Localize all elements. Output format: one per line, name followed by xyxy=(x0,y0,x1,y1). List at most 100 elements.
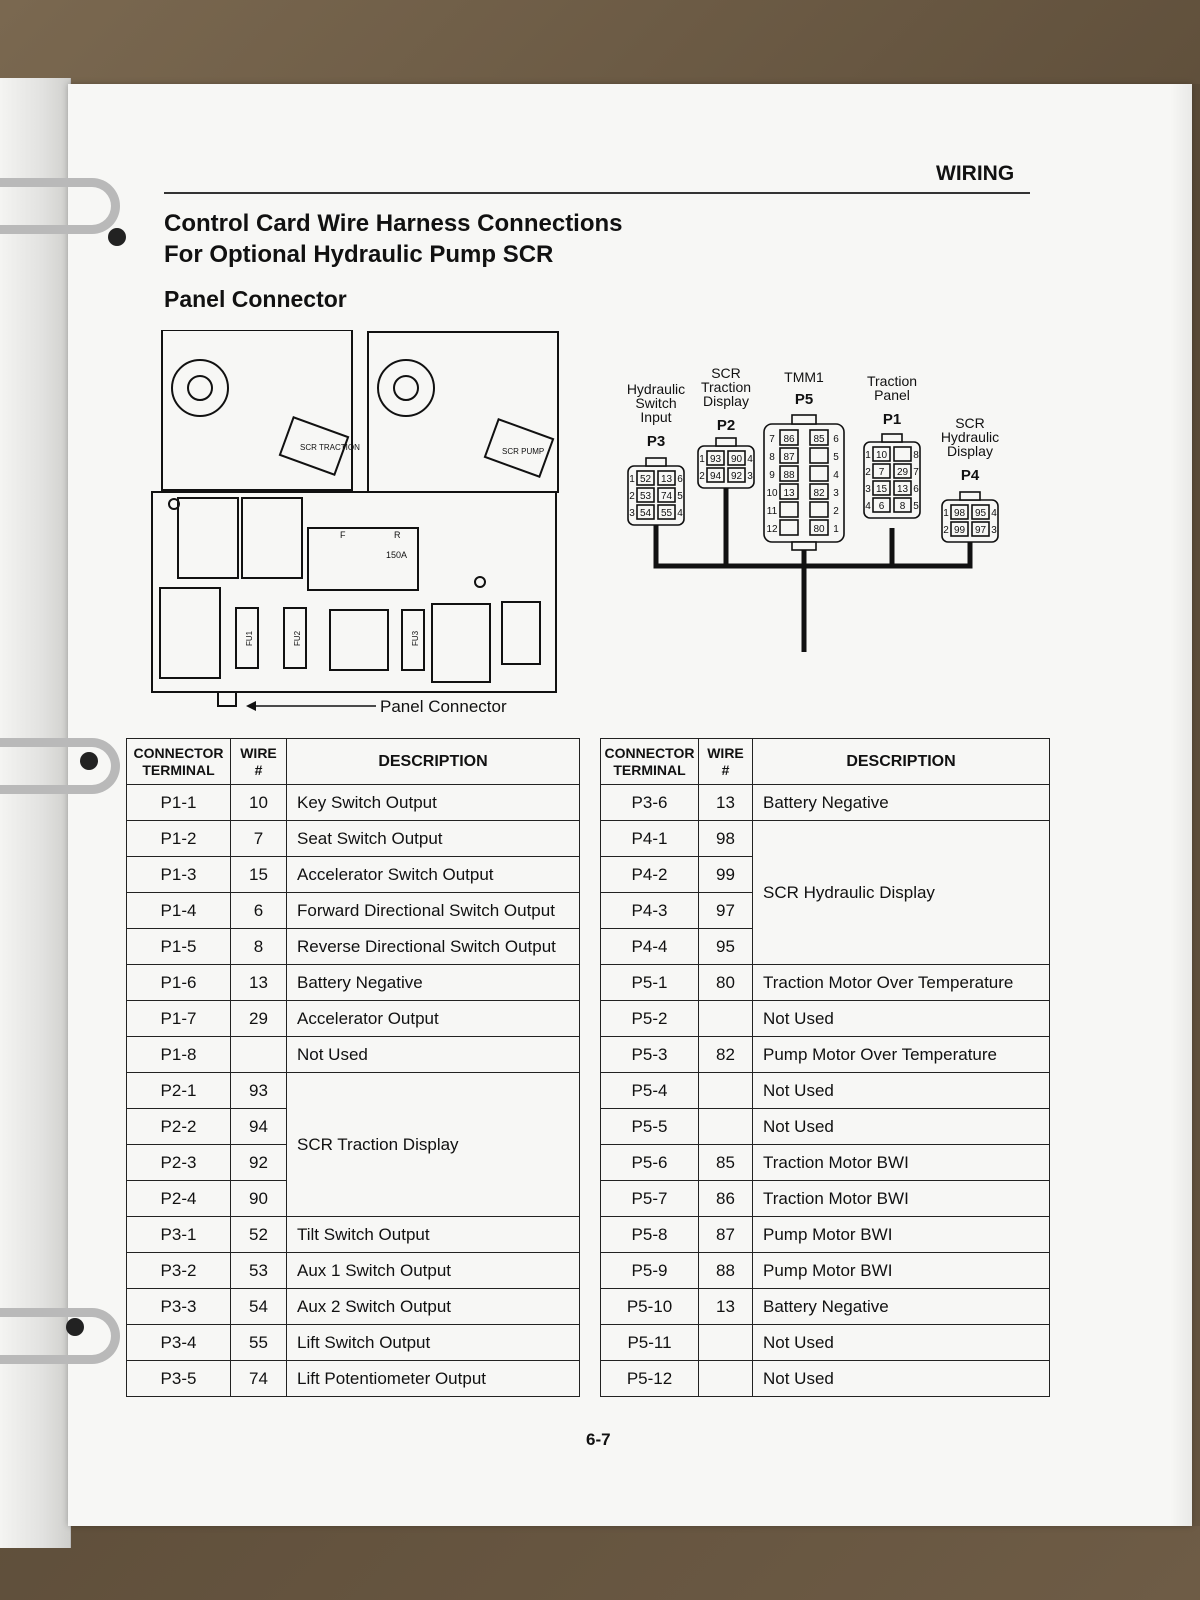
connector-p3-pin-wire: 55 xyxy=(661,508,673,519)
connector-p1-pin-wire: 29 xyxy=(897,467,909,478)
terminal-cell: P3-1 xyxy=(126,1216,231,1253)
contactor-panel xyxy=(151,491,557,693)
wire-cell: 29 xyxy=(230,1000,287,1037)
wire-cell: 8 xyxy=(230,928,287,965)
connector-p5-pin-number: 10 xyxy=(766,488,778,499)
connector-p2-cavity xyxy=(727,450,746,466)
connector-p2-pin-number: 4 xyxy=(747,454,753,465)
connector-p3-cavity xyxy=(636,504,655,520)
connector-p3-cavity xyxy=(657,487,676,503)
description-cell: Not Used xyxy=(752,1324,1050,1361)
connector-p4-pin-number: 4 xyxy=(991,508,997,519)
wire-cell: 87 xyxy=(698,1216,753,1253)
terminal-cell: P3-6 xyxy=(600,784,699,821)
connector-p3-latch xyxy=(645,457,667,467)
wire-header-l1: WIRE xyxy=(240,744,277,761)
panel-diagram: SCR TRACTION SCR PUMP 150A F R FU1 FU2 F… xyxy=(151,330,559,715)
wire-cell: 6 xyxy=(230,892,287,929)
terminal-cell: P5-5 xyxy=(600,1108,699,1145)
connector-p4-pin-number: 3 xyxy=(991,525,997,536)
description-cell: Traction Motor BWI xyxy=(752,1180,1050,1217)
wire-cell xyxy=(230,1036,287,1073)
terminal-cell: P5-8 xyxy=(600,1216,699,1253)
connector-p4-pin-wire: 99 xyxy=(954,525,966,536)
connector-p1-pin-number: 4 xyxy=(865,501,871,512)
connector-p3-pin-number: 1 xyxy=(629,474,635,485)
connector-p4-latch xyxy=(959,491,981,501)
line-contactor xyxy=(159,587,221,679)
connector-p1-pin-number: 1 xyxy=(865,450,871,461)
traction-capacitor xyxy=(171,359,229,417)
connector-p2-pin-wire: 90 xyxy=(731,454,743,465)
description-cell: Pump Motor Over Temperature xyxy=(752,1036,1050,1073)
description-cell: Traction Motor Over Temperature xyxy=(752,964,1050,1001)
connector-p4-cavity xyxy=(950,504,969,520)
description-cell: Not Used xyxy=(752,1360,1050,1397)
header-rule xyxy=(164,192,1030,194)
page-title-line-1: Control Card Wire Harness Connections xyxy=(164,210,623,237)
description-header: DESCRIPTION xyxy=(752,738,1050,785)
p4-id: P4 xyxy=(961,467,980,484)
wire-cell: 13 xyxy=(698,1288,753,1325)
p3-title-l1: Hydraulic xyxy=(627,381,685,397)
wire-cell: 98 xyxy=(698,820,753,857)
terminal-cell: P1-6 xyxy=(126,964,231,1001)
connector-p2-cavity xyxy=(706,467,725,483)
contactor-2 xyxy=(241,497,303,579)
connector-p5-cavity xyxy=(809,501,829,518)
wire-cell: 94 xyxy=(230,1108,287,1145)
p2-id: P2 xyxy=(717,417,735,434)
description-cell: Key Switch Output xyxy=(286,784,580,821)
connector-p5-pin-number: 7 xyxy=(769,434,775,445)
terminal-cell: P1-4 xyxy=(126,892,231,929)
description-cell: Accelerator Switch Output xyxy=(286,856,580,893)
pump-capacitor xyxy=(377,359,435,417)
connector-p3-pin-number: 2 xyxy=(629,491,635,502)
description-cell: Pump Motor BWI xyxy=(752,1252,1050,1289)
connector-p1-pin-wire: 7 xyxy=(879,467,885,478)
connector-p5-pin-wire: 87 xyxy=(783,452,795,463)
p5-title-l1: TMM1 xyxy=(784,369,824,385)
terminal-cell: P5-11 xyxy=(600,1324,699,1361)
connector-p4-pin-number: 1 xyxy=(943,508,949,519)
terminal-cell: P5-4 xyxy=(600,1072,699,1109)
wire-cell: 13 xyxy=(230,964,287,1001)
connector-p3-pin-number: 5 xyxy=(677,491,683,502)
connector-p2-cavity xyxy=(706,450,725,466)
section-subtitle: Panel Connector xyxy=(164,286,347,312)
description-cell: Aux 2 Switch Output xyxy=(286,1288,580,1325)
p2-title-l2: Traction xyxy=(701,379,751,395)
terminal-cell: P5-3 xyxy=(600,1036,699,1073)
fuse-fu2 xyxy=(283,607,307,669)
wire-cell: 82 xyxy=(698,1036,753,1073)
p3-id: P3 xyxy=(647,433,665,450)
connector-p5-pin-number: 9 xyxy=(769,470,775,481)
wire-cell: 10 xyxy=(230,784,287,821)
description-header: DESCRIPTION xyxy=(286,738,580,785)
connector-p3-pin-wire: 74 xyxy=(661,491,673,502)
p4-title-l3: Display xyxy=(947,443,993,459)
terminal-cell: P4-1 xyxy=(600,820,699,857)
terminal-cell: P5-7 xyxy=(600,1180,699,1217)
wire-cell: 88 xyxy=(698,1252,753,1289)
terminal-cell: P5-9 xyxy=(600,1252,699,1289)
terminal-cell: P5-12 xyxy=(600,1360,699,1397)
terminal-cell: P2-1 xyxy=(126,1072,231,1109)
wire-cell: 54 xyxy=(230,1288,287,1325)
description-cell: Lift Switch Output xyxy=(286,1324,580,1361)
connector-p5-pin-wire: 85 xyxy=(813,434,825,445)
